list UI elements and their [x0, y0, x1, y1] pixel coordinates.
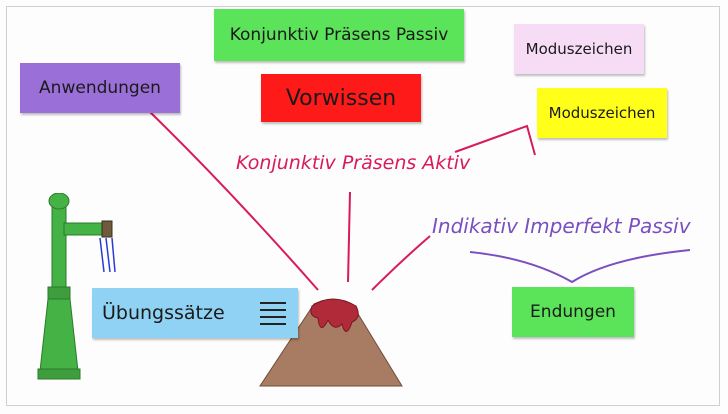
water-line-1: [99, 237, 105, 273]
volcano-icon: [259, 298, 403, 387]
card-moduszeichen-yellow: Moduszeichen: [537, 88, 667, 138]
line-purple-arc: [469, 249, 691, 284]
line-bracket: [454, 124, 536, 156]
card-konjunktiv-praesens-passiv: Konjunktiv Präsens Passiv: [214, 9, 464, 61]
card-label: Moduszeichen: [548, 104, 656, 122]
label-indikativ-imperfekt-passiv: Indikativ Imperfekt Passiv: [432, 214, 691, 238]
card-uebungssaetze: Übungssätze: [92, 288, 298, 338]
card-vorwissen: Vorwissen: [261, 74, 421, 122]
line-right-up: [371, 235, 431, 291]
card-anwendungen: Anwendungen: [20, 63, 180, 113]
water-pump-icon: [37, 193, 113, 380]
label-konjunktiv-praesens-aktiv: Konjunktiv Präsens Aktiv: [236, 152, 471, 174]
card-label: Vorwissen: [285, 85, 397, 111]
card-label: Moduszeichen: [525, 40, 633, 58]
card-label: Konjunktiv Präsens Passiv: [229, 25, 449, 45]
card-label: Endungen: [530, 302, 616, 322]
card-endungen: Endungen: [512, 287, 634, 337]
card-moduszeichen-pink: Moduszeichen: [514, 24, 644, 74]
card-label: Übungssätze: [102, 302, 225, 324]
line-center-up: [347, 191, 351, 283]
lines-icon: [260, 302, 286, 325]
water-line-3: [111, 237, 116, 273]
water-line-2: [105, 237, 111, 273]
frame-border: [6, 6, 720, 406]
line-anwendungen: [149, 111, 319, 291]
card-label: Anwendungen: [39, 78, 161, 98]
